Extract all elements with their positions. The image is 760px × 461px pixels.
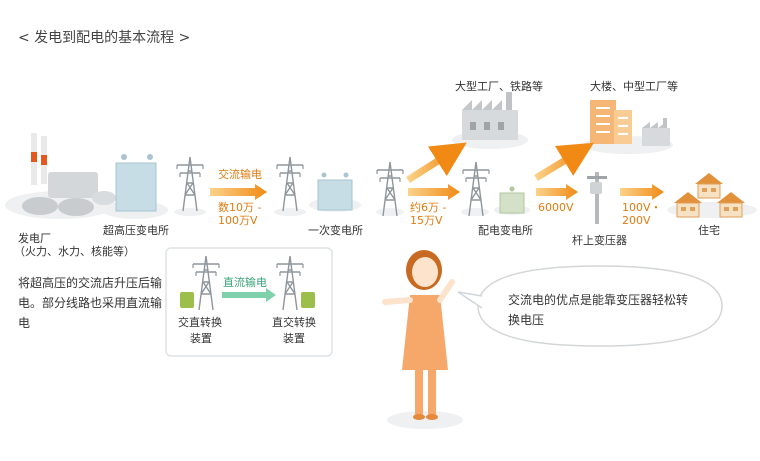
label-building: 大楼、中型工厂等: [590, 80, 678, 93]
transmission-tower-3-icon: [376, 161, 404, 217]
arrow-to-pole: [536, 184, 578, 200]
label-power-plant-sub: （火力、水力、核能等）: [14, 245, 135, 258]
guide-woman-illustration: [382, 250, 455, 420]
power-plant-icon: [22, 133, 116, 216]
arrow-to-distribution: [408, 184, 460, 200]
building-icon: [590, 100, 632, 144]
arrow-to-residence: [620, 184, 664, 200]
arrow-to-primary: [210, 184, 267, 200]
label-ac-transmission: 交流输电: [218, 168, 262, 181]
label-uhv-substation: 超高压变电所: [103, 224, 169, 237]
label-converter-left-b: 装置: [190, 332, 212, 345]
small-factory-icon: [642, 118, 670, 146]
label-residence: 住宅: [698, 224, 720, 237]
label-primary-substation: 一次变电所: [308, 224, 363, 237]
label-voltage-2a: 约6万 -: [410, 201, 447, 214]
dc-converter-right-icon: [301, 292, 315, 308]
dc-arrow: [222, 288, 276, 302]
label-voltage-2b: 15万V: [410, 214, 443, 227]
diagonal-arrows: [406, 142, 594, 183]
label-dc-transmission: 直流输电: [223, 276, 267, 289]
pole-transformer-icon: [587, 172, 607, 224]
dc-converter-left-icon: [180, 292, 194, 308]
label-converter-right-a: 直交转换: [272, 316, 316, 329]
label-converter-left-a: 交直转换: [178, 316, 222, 329]
label-voltage-3: 6000V: [538, 201, 574, 214]
dc-transmission-box: [165, 247, 333, 357]
label-power-plant: 发电厂: [18, 232, 51, 245]
page-title: < 发电到配电的基本流程 >: [18, 30, 191, 46]
speech-bubble: [477, 265, 723, 347]
factory-icon: [462, 92, 518, 140]
dc-note-text: 将超高压的交流店升压后输电。部分线路也采用直流输电: [18, 276, 163, 330]
label-large-factory: 大型工厂、铁路等: [455, 80, 543, 93]
uhv-substation-icon: [115, 154, 157, 212]
label-voltage-4b: 200V: [622, 214, 651, 227]
flow-arrows: [210, 184, 664, 200]
label-distribution-substation: 配电变电所: [478, 224, 533, 237]
primary-substation-icon: [317, 172, 353, 211]
transmission-tower-2-icon: [276, 156, 304, 212]
dc-tower-left-icon: [192, 255, 220, 311]
speech-bubble-text: 交流电的优点是能靠变压器轻松转换电压: [508, 293, 689, 327]
transmission-tower-1-icon: [176, 156, 204, 212]
distribution-substation-icon: [499, 186, 525, 214]
label-voltage-1a: 数10万 -: [218, 201, 262, 214]
label-pole-transformer: 杆上变压器: [572, 234, 627, 247]
speech-bubble-tail: [457, 291, 483, 309]
label-voltage-1b: 100万V: [218, 214, 258, 227]
transmission-tower-4-icon: [462, 161, 490, 217]
label-converter-right-b: 装置: [283, 332, 305, 345]
dc-tower-right-icon: [276, 255, 304, 311]
label-voltage-4a: 100V・: [622, 201, 662, 214]
